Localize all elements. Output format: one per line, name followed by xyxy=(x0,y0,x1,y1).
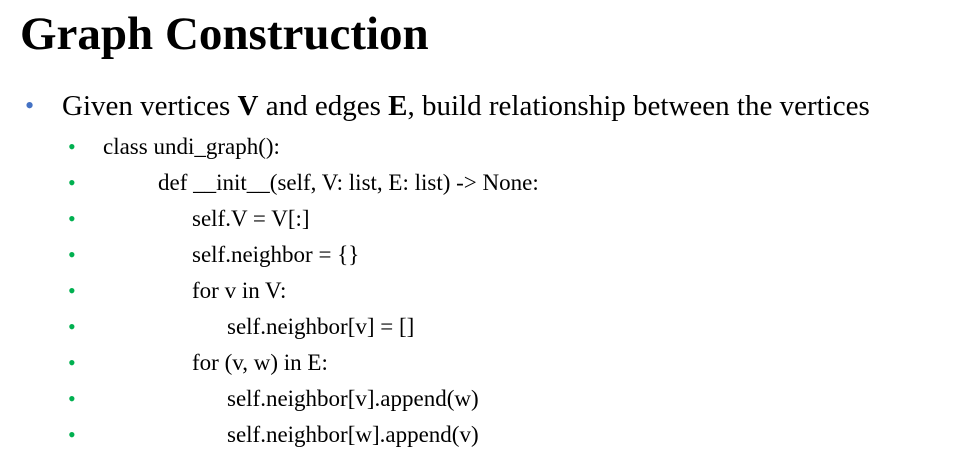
code-line-text: self.neighbor[v].append(w) xyxy=(227,386,479,411)
code-line-text: self.neighbor = {} xyxy=(192,242,360,267)
code-line: • for (v, w) in E: xyxy=(0,346,980,382)
slide-title: Graph Construction xyxy=(20,8,429,60)
main-bullet-text: Given vertices V and edges E, build rela… xyxy=(62,86,870,126)
code-line: • self.neighbor[v].append(w) xyxy=(0,382,980,418)
bullet-text-part1: Given vertices xyxy=(62,90,238,122)
code-line-text: class undi_graph(): xyxy=(103,134,280,159)
sub-bullet-marker: • xyxy=(68,206,76,231)
bullet-text-edges: E xyxy=(388,90,408,122)
bullet-text-part2: and edges xyxy=(258,90,389,122)
code-line: • def __init__(self, V: list, E: list) -… xyxy=(0,166,980,202)
code-line-text: self.V = V[:] xyxy=(192,206,310,231)
bullet-marker: • xyxy=(25,91,35,120)
main-bullet: • Given vertices V and edges E, build re… xyxy=(0,86,980,126)
sub-bullet-marker: • xyxy=(68,170,76,195)
sub-bullet-marker: • xyxy=(68,278,76,303)
sub-bullet-marker: • xyxy=(68,386,76,411)
code-line: • for v in V: xyxy=(0,274,980,310)
code-line-text: for (v, w) in E: xyxy=(192,350,328,375)
sub-bullet-marker: • xyxy=(68,350,76,375)
code-line: • self.neighbor[v] = [] xyxy=(0,310,980,346)
code-listing: • class undi_graph(): • def __init__(sel… xyxy=(0,130,980,454)
bullet-text-part3: , build relationship between the vertice… xyxy=(407,90,870,122)
code-line: • self.neighbor[w].append(v) xyxy=(0,418,980,454)
code-line: • self.V = V[:] xyxy=(0,202,980,238)
code-line: • class undi_graph(): xyxy=(0,130,980,166)
code-line-text: for v in V: xyxy=(192,278,287,303)
sub-bullet-marker: • xyxy=(68,314,76,339)
code-line-text: def __init__(self, V: list, E: list) -> … xyxy=(158,170,539,195)
code-line: • self.neighbor = {} xyxy=(0,238,980,274)
code-line-text: self.neighbor[w].append(v) xyxy=(227,422,479,447)
sub-bullet-marker: • xyxy=(68,422,76,447)
sub-bullet-marker: • xyxy=(68,134,76,159)
bullet-text-vertices: V xyxy=(237,90,259,122)
code-line-text: self.neighbor[v] = [] xyxy=(227,314,415,339)
sub-bullet-marker: • xyxy=(68,242,76,267)
